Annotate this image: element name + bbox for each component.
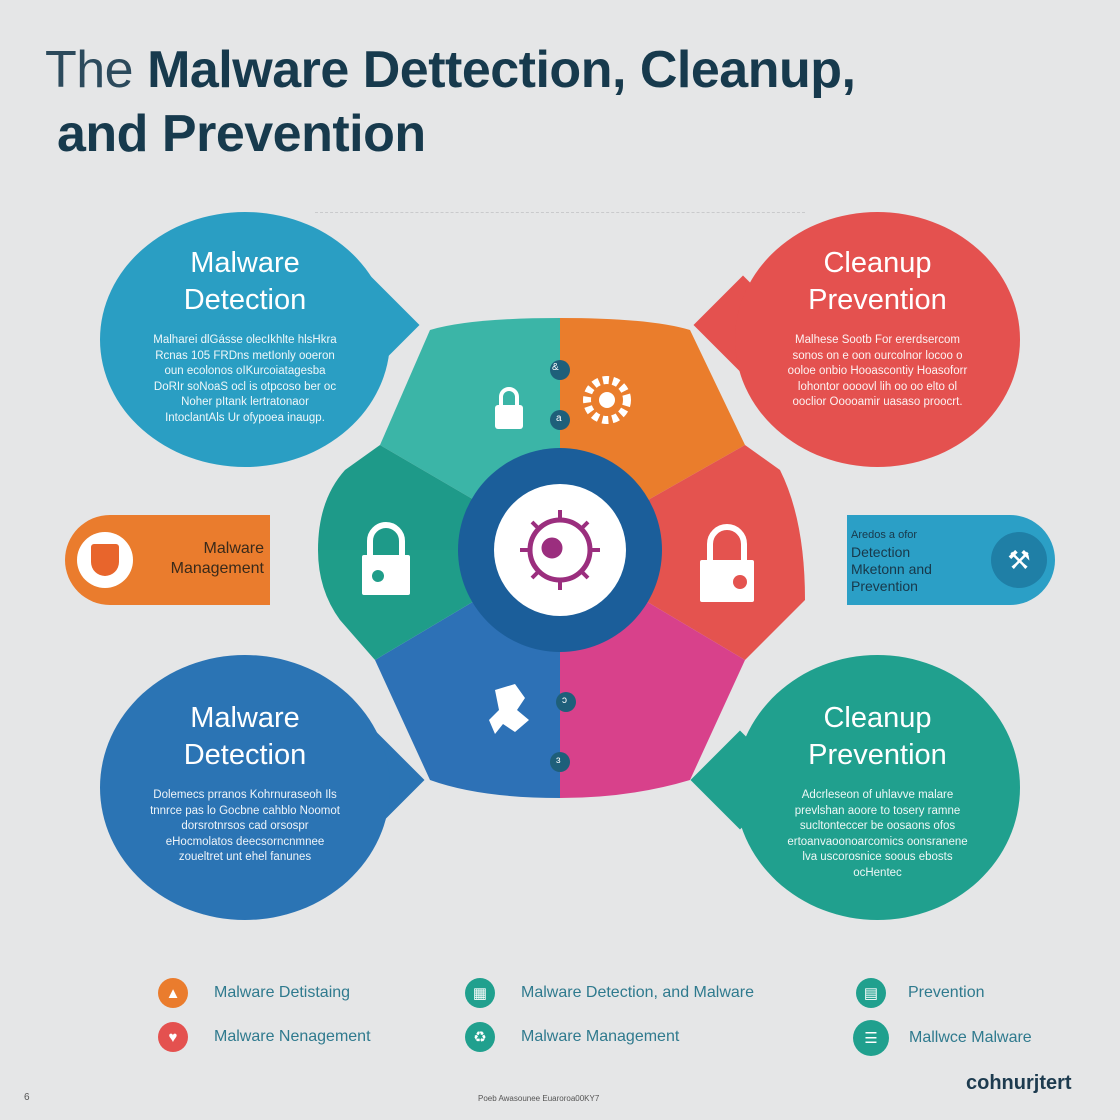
bubble-title: Malware — [190, 702, 300, 734]
legend-label: Malware Management — [521, 1028, 680, 1045]
up-arrow-icon: ▲ — [158, 978, 188, 1008]
gear-icon — [583, 376, 631, 424]
bubble-body: Dolemecs prranos Kohrnuraseoh Ils tnnrce… — [150, 789, 340, 863]
recycle-icon: ♻ — [465, 1022, 495, 1052]
legend-item: ♻ Malware Management — [465, 1022, 679, 1052]
virus-icon — [520, 510, 600, 590]
shield-icon — [77, 532, 133, 588]
bubble-body: Malhese Sootb For ererdsercom sonos on e… — [787, 334, 968, 408]
bubble-body: Adcrleseon of uhlavve malare prevlshan a… — [787, 789, 968, 879]
footer-source: Poeb Awasounee Euaroroa00KY7 — [478, 1094, 600, 1103]
grid-icon: ▦ — [465, 978, 495, 1008]
brand-logo: cohnurjtert — [966, 1072, 1072, 1094]
divider — [315, 212, 805, 213]
legend-item: ▲ Malware Detistaing — [158, 978, 350, 1008]
bubble-title: Detection — [183, 284, 307, 316]
document-icon: ▤ — [856, 978, 886, 1008]
title-line1: Malware Dettection, Cleanup, — [147, 41, 856, 99]
legend-label: Prevention — [908, 984, 985, 1001]
side-box-label: Malware — [203, 540, 264, 557]
lock-icon — [700, 524, 754, 602]
bubble-title: Cleanup — [823, 702, 932, 734]
side-box-label: Detection — [851, 544, 911, 560]
server-icon: ☰ — [853, 1020, 889, 1056]
side-box-detection-prevention: Aredos a ofor Detection Mketonn and Prev… — [847, 515, 1055, 605]
bubble-title: Prevention — [808, 739, 947, 771]
legend-label: Malware Nenagement — [214, 1028, 371, 1045]
badge-label: ɜ — [556, 755, 561, 766]
legend-item: ♥ Malware Nenagement — [158, 1022, 371, 1052]
bubble-title: Cleanup — [823, 247, 932, 279]
heart-icon: ♥ — [158, 1022, 188, 1052]
bubble-title: Malware — [190, 247, 300, 279]
lock-icon — [362, 522, 410, 595]
title-light: The — [45, 41, 134, 99]
badge-label: & — [552, 362, 559, 373]
page-number: 6 — [24, 1092, 30, 1103]
badge-label: ɔ — [562, 695, 567, 706]
side-box-label: Prevention — [851, 578, 918, 594]
title-line2: and Prevention — [57, 105, 426, 163]
lock-icon — [495, 387, 523, 429]
badge-label: a — [556, 413, 562, 424]
legend-label: Mallwce Malware — [909, 1029, 1032, 1046]
side-box-malware-management: Malware Management — [65, 515, 270, 605]
side-box-label: Management — [170, 560, 264, 577]
hammer-icon: ⚒ — [991, 532, 1047, 588]
legend-label: Malware Detistaing — [214, 984, 351, 1001]
puzzle-icon — [489, 684, 529, 734]
legend-item: ▦ Malware Detection, and Malware — [465, 978, 754, 1008]
legend-item: ▤ Prevention — [856, 978, 985, 1008]
bubble-title: Detection — [183, 739, 307, 771]
bubble-body: Malharei dlGásse olecIkhlte hlsHkra Rcna… — [153, 334, 337, 424]
legend-item: ☰ Mallwce Malware — [853, 1020, 1032, 1056]
side-box-label: Mketonn and — [851, 561, 932, 577]
side-box-label: Aredos a ofor — [851, 529, 918, 541]
page-title: The Malware Dettection, Cleanup, and Pre… — [45, 38, 856, 166]
legend-label: Malware Detection, and Malware — [521, 984, 754, 1001]
segment-right — [560, 445, 805, 660]
bubble-title: Prevention — [808, 284, 947, 316]
badge-icons — [550, 360, 576, 772]
